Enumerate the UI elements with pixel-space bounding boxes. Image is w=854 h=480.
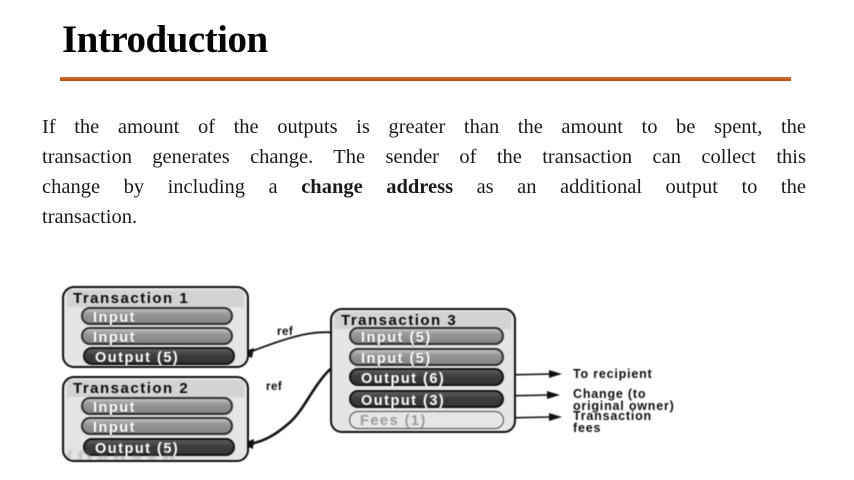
transaction-fees-label: Transaction fees: [573, 409, 652, 435]
change-arrowhead: [547, 391, 560, 399]
tx3-fees-pill: Fees (1): [349, 411, 504, 429]
fees-arrowhead: [549, 413, 562, 421]
tx3-input-2-pill: Input (5): [349, 348, 504, 367]
watermark-artifact: (Debash: [66, 448, 180, 462]
tx2-input-2-pill: Input: [81, 417, 233, 436]
ref-label-2: ref: [266, 381, 283, 393]
bold-change-address: change address: [301, 176, 454, 198]
slide-title: Introduction: [62, 18, 268, 61]
tx1-input-2-pill: Input: [81, 327, 233, 346]
fees-text-line2: fees: [573, 421, 602, 435]
to-recipient-label: To recipient: [573, 367, 653, 381]
ref-label-1: ref: [277, 326, 294, 338]
transaction-2-box: Transaction 2 Input Input Output (5) (De…: [62, 376, 249, 462]
paragraph-line: transaction.: [42, 202, 806, 232]
recipient-arrowhead: [549, 370, 562, 378]
change-text-line2: original owner): [573, 399, 675, 413]
paragraph-line: change by including a change address as …: [42, 172, 806, 202]
paragraph-line: transaction generates change. The sender…: [42, 142, 806, 172]
paragraph-text: If the amount of the outputs is greater …: [42, 116, 806, 138]
transaction-2-title: Transaction 2: [67, 380, 244, 397]
transaction-1-box: Transaction 1 Input Input Output (5): [62, 286, 249, 368]
change-label: Change (to original owner): [573, 387, 675, 413]
paragraph-text: transaction.: [42, 206, 138, 228]
fees-text-line1: Transaction: [573, 409, 652, 423]
to-recipient-text: To recipient: [573, 367, 653, 381]
tx3-output-6-pill: Output (6): [349, 368, 504, 387]
paragraph-text: transaction generates change. The sender…: [42, 146, 806, 168]
paragraph-text: as an additional output to the: [453, 176, 806, 198]
tx2-input-1-pill: Input: [81, 397, 233, 416]
tx2-output-pill: Output (5): [83, 438, 235, 457]
tx3-output-3-pill: Output (3): [349, 390, 504, 409]
tx1-output-pill: Output (5): [83, 347, 235, 366]
transaction-3-box: Transaction 3 Input (5) Input (5) Output…: [330, 308, 516, 433]
change-text-line1: Change (to: [573, 387, 647, 401]
tx3-input-1-pill: Input (5): [349, 327, 504, 346]
transaction-3-title: Transaction 3: [335, 312, 511, 329]
paragraph-text: change by including a: [42, 176, 302, 198]
paragraph-line: If the amount of the outputs is greater …: [42, 112, 806, 142]
body-paragraph: If the amount of the outputs is greater …: [42, 112, 806, 232]
tx1-input-1-pill: Input: [81, 307, 233, 326]
transaction-1-title: Transaction 1: [67, 290, 244, 307]
title-underline-rule: [60, 77, 791, 81]
